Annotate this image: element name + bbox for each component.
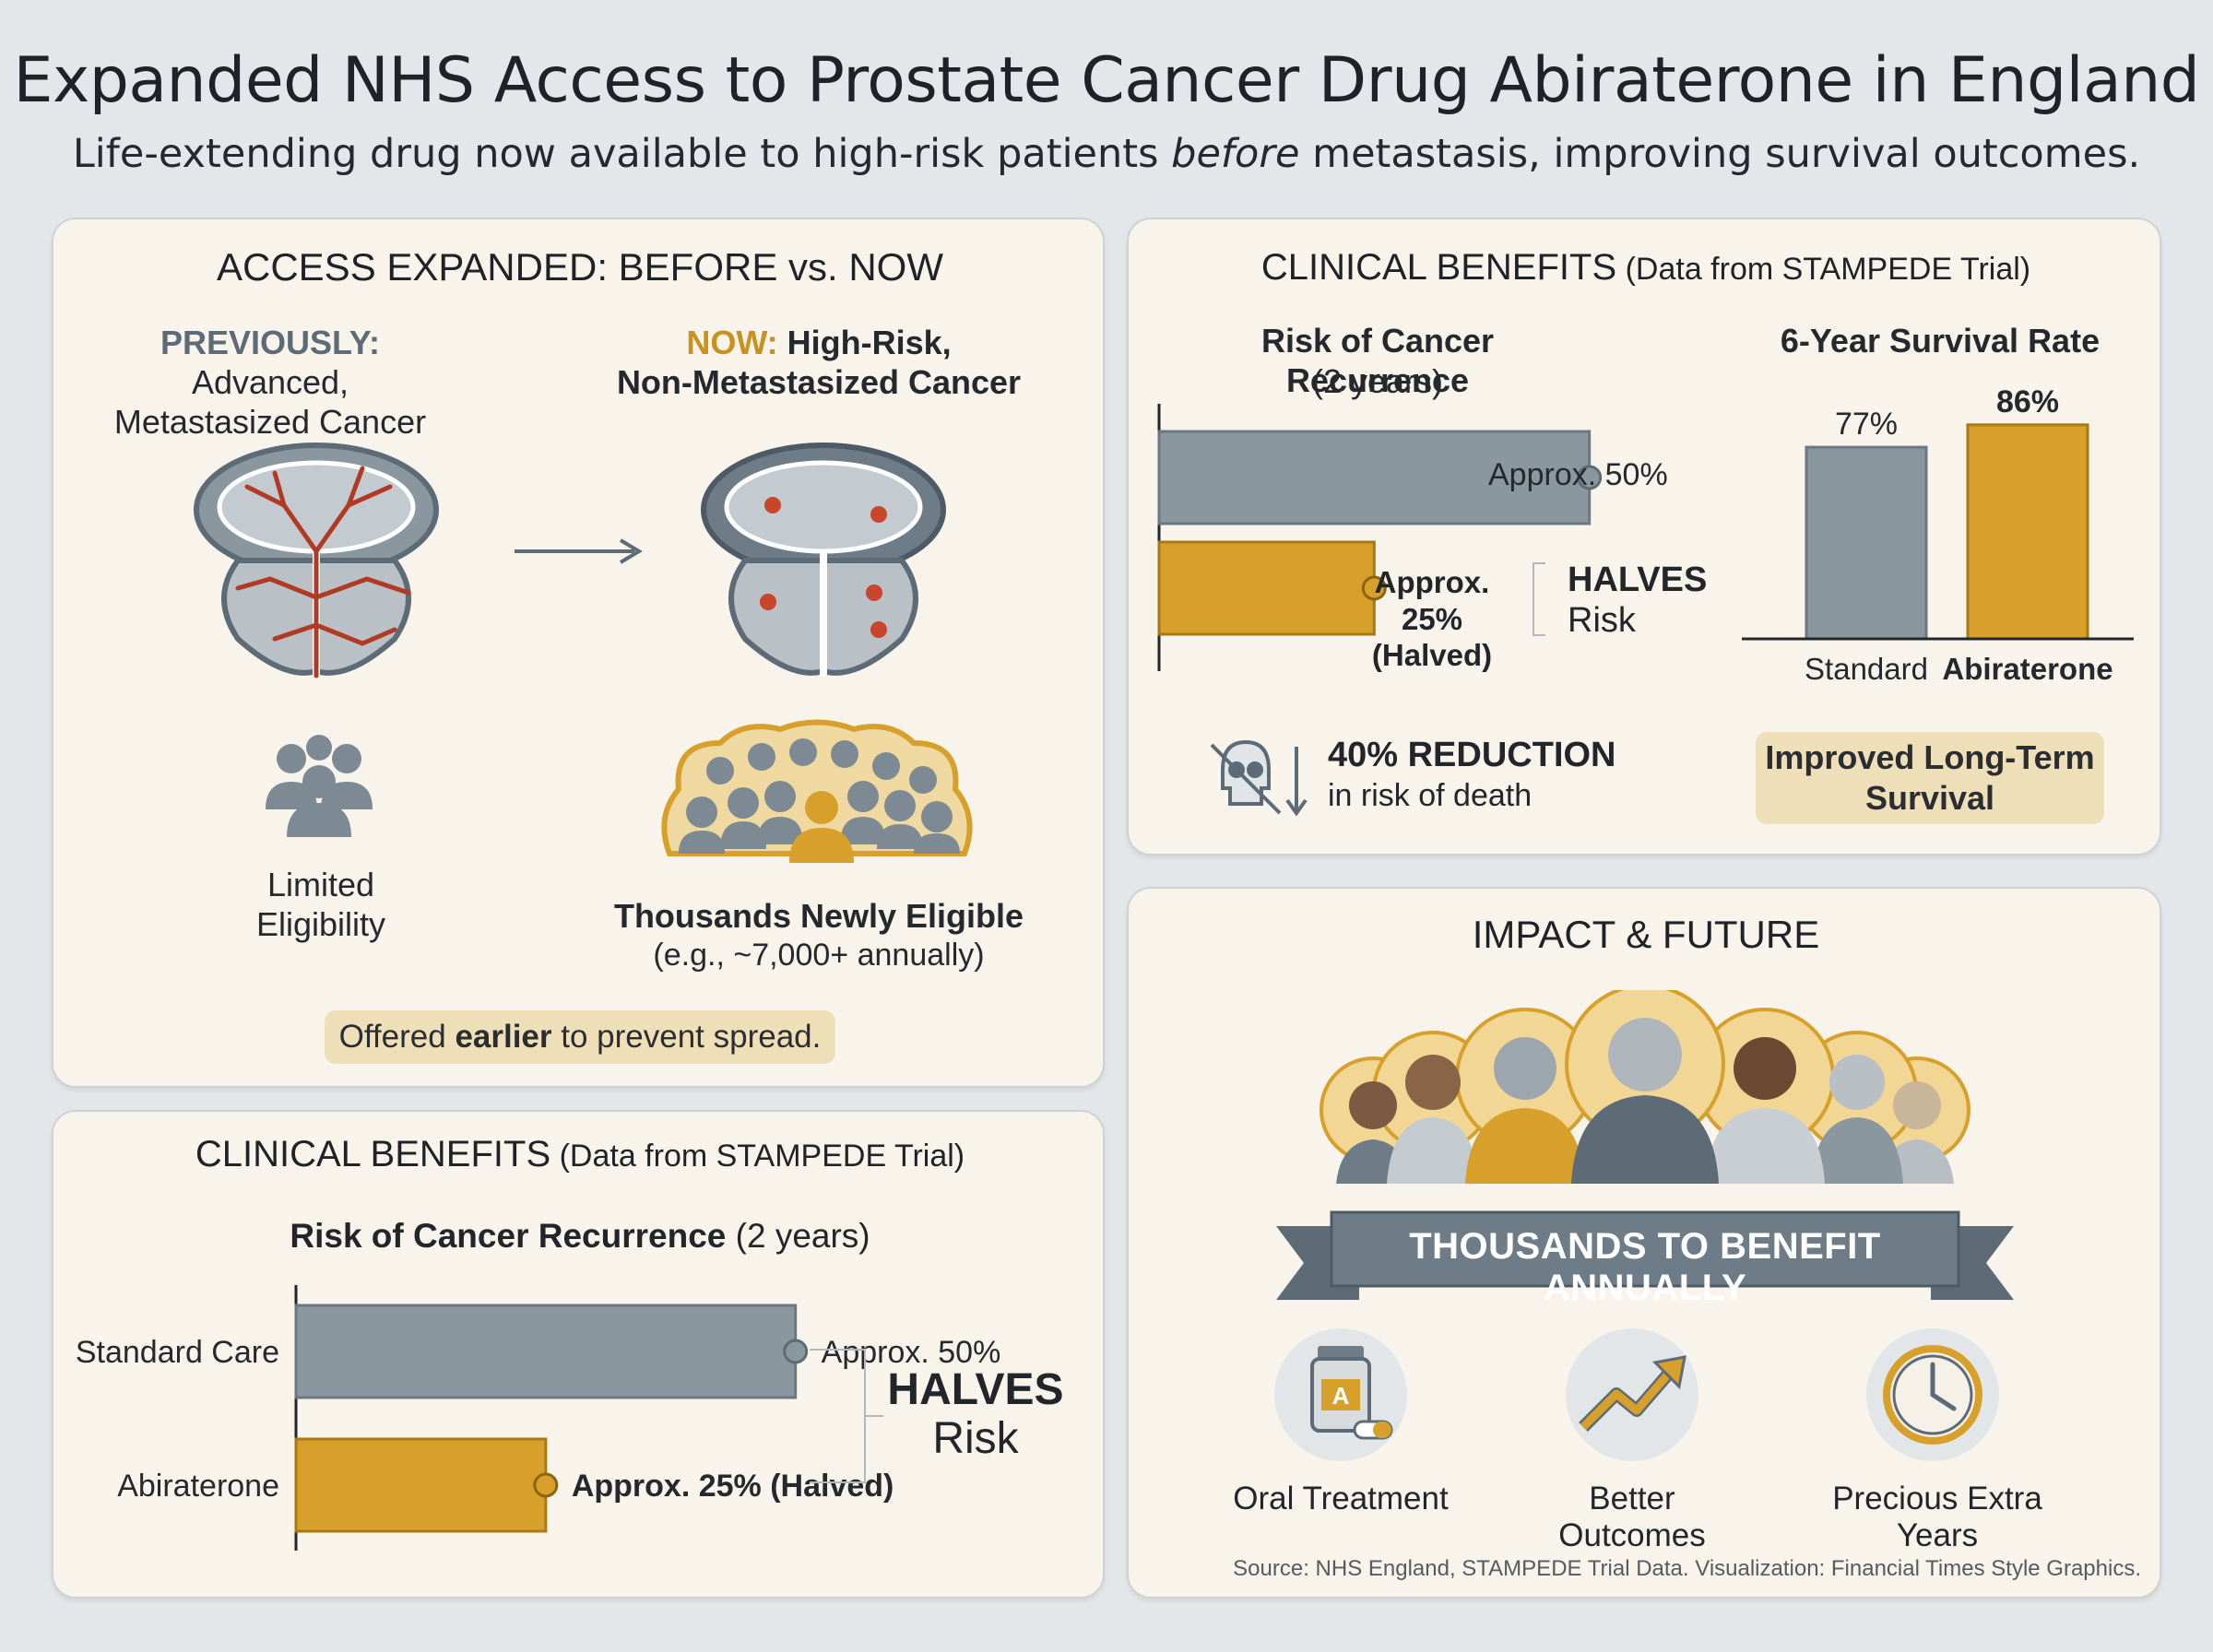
benefits-top-title: CLINICAL BENEFITS (Data from STAMPEDE Tr… xyxy=(1260,247,2031,288)
data-label: 86% xyxy=(1996,385,2059,419)
halves-bracket xyxy=(1533,562,1545,636)
oral-treatment-label: Oral Treatment xyxy=(1233,1481,1449,1516)
thousands-eligible-sub: (e.g., ~7,000+ annually) xyxy=(653,938,985,973)
svg-text:A: A xyxy=(1332,1382,1350,1410)
trend-up-icon xyxy=(1566,1328,1698,1461)
pill-bottle-icon: A xyxy=(1274,1328,1407,1461)
thousands-eligible-title: Thousands Newly Eligible xyxy=(613,897,1024,935)
bar xyxy=(294,1304,798,1399)
category-label: Abiraterone xyxy=(117,1469,279,1504)
survival-chart-title: 6-Year Survival Rate xyxy=(1780,322,2101,360)
impact-title: IMPACT & FUTURE xyxy=(1472,913,1820,956)
clinical-benefits-bottom-panel: CLINICAL BENEFITS (Data from STAMPEDE Tr… xyxy=(52,1110,1105,1599)
large-crowd-icon xyxy=(661,719,973,863)
bar xyxy=(1805,445,1928,641)
bar xyxy=(1157,540,1376,636)
recurrence-bottom-title: Risk of Cancer Recurrence (2 years) xyxy=(290,1217,870,1255)
data-label: Approx. 25% (Halved) xyxy=(572,1469,894,1504)
bar xyxy=(1966,423,2089,641)
recurrence-chart-bottom: Standard Care Approx. 50% Abiraterone Appro… xyxy=(76,1285,1001,1551)
banner-text: THOUSANDS TO BENEFIT ANNUALLY xyxy=(1409,1226,1881,1308)
data-label: 77% xyxy=(1835,407,1898,442)
clock-icon xyxy=(1866,1328,1999,1461)
recurrence-chart-sub: (2 years) xyxy=(1311,362,1444,400)
bar-end-marker xyxy=(533,1472,559,1498)
extra-years-label: Precious Extra Years xyxy=(1832,1481,2042,1553)
access-panel: ACCESS EXPANDED: BEFORE vs. NOW PREVIOUS… xyxy=(52,218,1105,1088)
arrow-right-icon xyxy=(515,538,643,564)
clinical-benefits-top-panel: CLINICAL BENEFITS (Data from STAMPEDE Tr… xyxy=(1127,218,2161,856)
skull-icon xyxy=(1210,739,1308,817)
small-group-icon xyxy=(266,735,373,837)
previously-label: PREVIOUSLY: Advanced, Metastasized Cance… xyxy=(113,324,427,442)
oral-treatment-item: A Oral Treatment xyxy=(1233,1326,1449,1547)
earlier-callout: Offered earlier to prevent spread. xyxy=(325,1010,835,1064)
bar-end-marker xyxy=(783,1339,809,1364)
bar-label-50: Approx. 50% xyxy=(1488,457,1668,492)
page-subtitle: Life-extending drug now available to hig… xyxy=(72,131,2141,177)
now-label: NOW: High-Risk, Non-Metastasized Cancer xyxy=(616,324,1022,402)
bar-label-25: Approx. 25%(Halved) xyxy=(1371,565,1493,673)
category-label: Treatment xyxy=(1797,687,1935,690)
source-note: Source: NHS England, STAMPEDE Trial Data… xyxy=(1233,1556,2141,1581)
recurrence-chart-top xyxy=(1157,404,1603,671)
page-title: Expanded NHS Access to Prostate Cancer D… xyxy=(13,44,2200,117)
reduction-sub: in risk of death xyxy=(1328,778,1533,813)
survival-chart: 77% 86% StandardTreatment Abiraterone xyxy=(1742,385,2134,690)
better-outcomes-item: Better Outcomes xyxy=(1540,1326,1724,1553)
banner-ribbon xyxy=(1276,1210,2014,1300)
data-label: Approx. 50% xyxy=(822,1335,1001,1370)
metastasized-prostate-icon xyxy=(194,442,439,678)
access-title: ACCESS EXPANDED: BEFORE vs. NOW xyxy=(216,245,943,289)
category-label: Standard xyxy=(1805,652,1928,686)
category-label: Standard Care xyxy=(76,1335,279,1370)
bar xyxy=(294,1437,548,1533)
localized-prostate-icon xyxy=(701,442,946,676)
bar-end-marker xyxy=(1361,575,1387,601)
recurrence-chart-title: Risk of Cancer Recurrence xyxy=(1260,322,1495,400)
reduction-title: 40% REDUCTION xyxy=(1328,736,1616,774)
bar-end-marker xyxy=(1577,465,1603,490)
people-group-illustration xyxy=(1320,990,1970,1184)
extra-years-item: Precious Extra Years xyxy=(1832,1326,2042,1553)
better-outcomes-label: Better Outcomes xyxy=(1558,1481,1706,1553)
impact-panel: IMPACT & FUTURE xyxy=(1127,887,2161,1599)
benefits-bottom-title: CLINICAL BENEFITS (Data from STAMPEDE Tr… xyxy=(195,1134,965,1174)
category-label: Abiraterone xyxy=(1942,652,2112,686)
